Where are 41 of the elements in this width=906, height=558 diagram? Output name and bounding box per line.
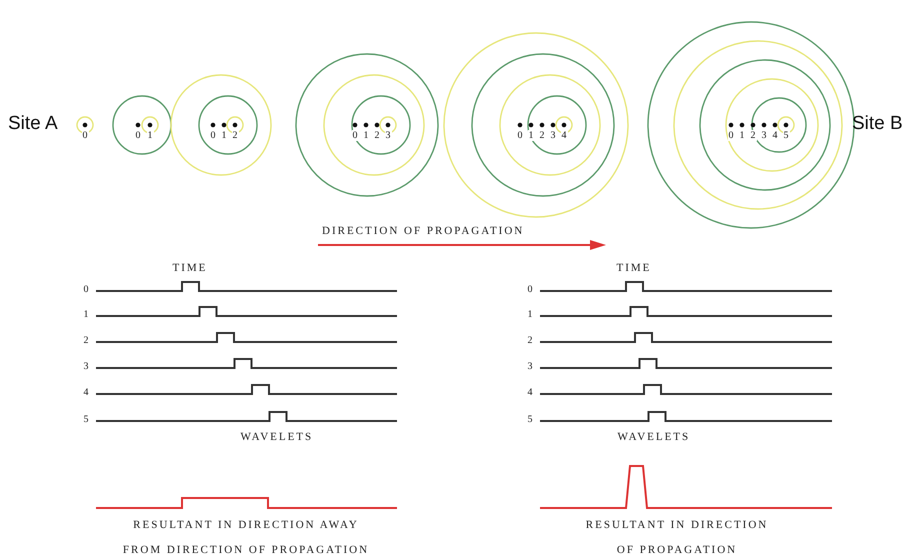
caption: DIRECTION OF PROPAGATION xyxy=(322,225,524,237)
row-number: 2 xyxy=(528,335,532,346)
source-number: 1 xyxy=(362,130,370,141)
axis-label: WAVELETS xyxy=(618,431,690,443)
row-number: 4 xyxy=(528,387,532,398)
source-number: 2 xyxy=(374,130,380,141)
source-number: 3 xyxy=(760,130,768,141)
row-number: 3 xyxy=(84,361,88,372)
source-number: 1 xyxy=(528,130,534,141)
row-number: 3 xyxy=(528,361,532,372)
source-number: 5 xyxy=(782,130,790,141)
row-number: 5 xyxy=(528,414,532,425)
source-number: 2 xyxy=(232,130,238,141)
source-number: 3 xyxy=(384,130,392,141)
row-number: 0 xyxy=(84,284,88,295)
row-number: 2 xyxy=(84,335,88,346)
source-number: 0 xyxy=(352,130,358,141)
caption: RESULTANT IN DIRECTION AWAY FROM DIRECTION OF PROPAGATION xyxy=(122,518,370,558)
row-number: 1 xyxy=(528,309,532,320)
site-label: Site A xyxy=(8,113,58,135)
source-number: 4 xyxy=(560,130,568,141)
row-number: 1 xyxy=(84,309,88,320)
source-number: 3 xyxy=(550,130,556,141)
source-number: 1 xyxy=(146,130,154,141)
axis-label: WAVELETS xyxy=(240,431,314,443)
source-number: 0 xyxy=(516,130,524,141)
source-number: 2 xyxy=(750,130,756,141)
axis-label: TIME xyxy=(172,262,208,274)
source-number: 0 xyxy=(210,130,216,141)
caption: RESULTANT IN DIRECTION OF PROPAGATION xyxy=(584,518,770,558)
source-number: 0 xyxy=(134,130,142,141)
row-number: 0 xyxy=(528,284,532,295)
source-number: 0 xyxy=(82,130,88,141)
source-number: 0 xyxy=(728,130,734,141)
source-number: 4 xyxy=(772,130,778,141)
source-number: 1 xyxy=(738,130,746,141)
source-number: 1 xyxy=(220,130,228,141)
axis-label: TIME xyxy=(616,262,652,274)
source-number: 2 xyxy=(538,130,546,141)
row-number: 5 xyxy=(84,414,88,425)
row-number: 4 xyxy=(84,387,88,398)
